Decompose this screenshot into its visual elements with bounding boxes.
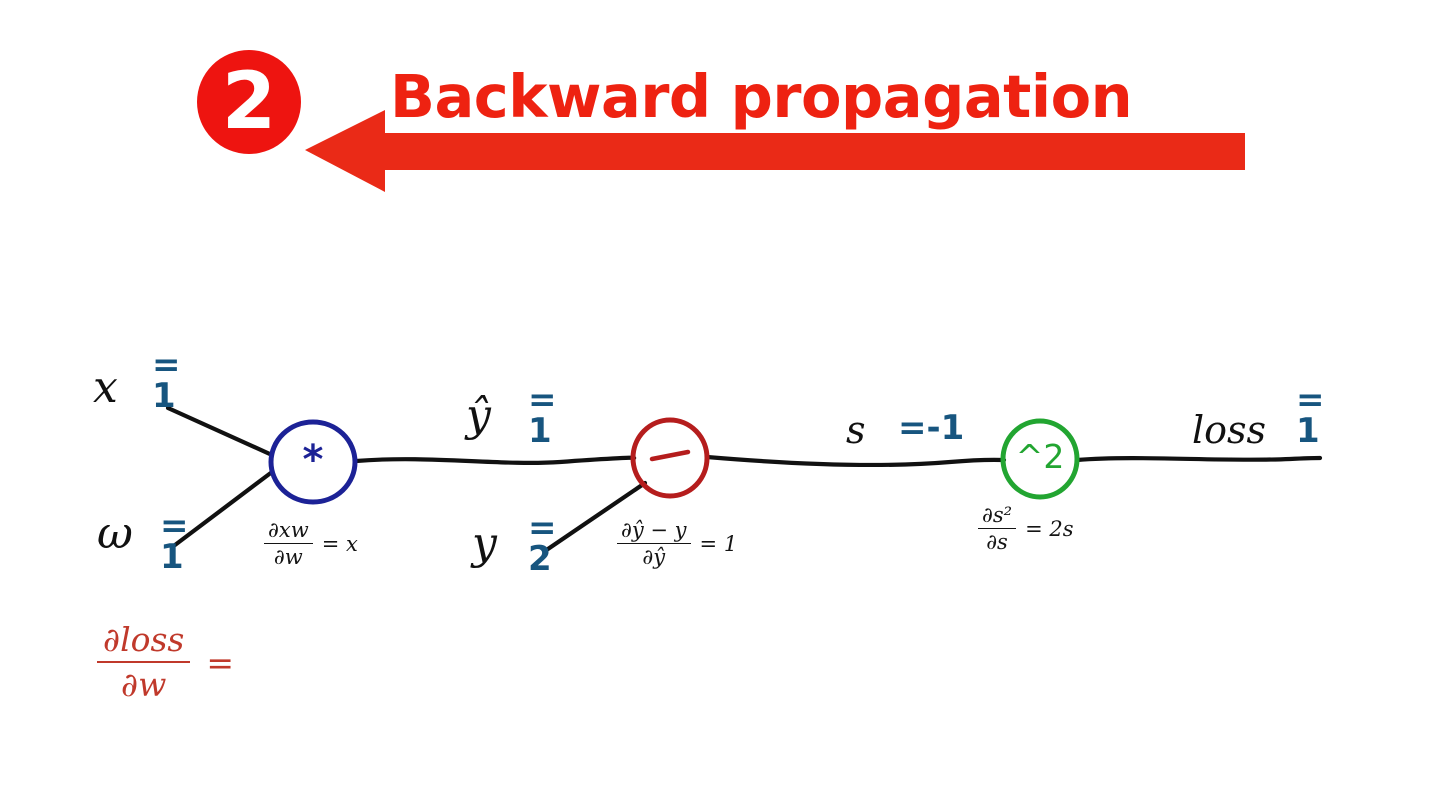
step-number-badge: 2 [197, 50, 301, 154]
formula-d-s-squared-ds: ∂s² ∂s = 2s [978, 503, 1073, 554]
formula-fraction: ∂xw ∂w [264, 518, 313, 569]
gradient-rhs: = [206, 642, 235, 682]
page-title: Backward propagation [390, 62, 1133, 131]
subtract-operator-stroke [649, 449, 691, 462]
formula-denominator: ∂w [273, 545, 303, 569]
graph-node-circles [268, 417, 1080, 505]
value-yhat: = 1 [528, 380, 557, 452]
value-w-equals: = [160, 506, 189, 546]
formula-denominator: ∂s [986, 530, 1008, 554]
formula-rhs: = 1 [699, 531, 738, 556]
graph-edges [165, 405, 1323, 554]
variable-label-w: ω [97, 508, 133, 559]
variable-label-s: s [846, 408, 866, 452]
backward-arrow-icon [305, 110, 1245, 192]
formula-d-xw-dw: ∂xw ∂w = x [264, 518, 358, 569]
value-x-number: 1 [152, 376, 176, 417]
formula-d-yhat-minus-y: ∂ŷ − y ∂ŷ = 1 [617, 518, 737, 569]
edge-square-to-loss [1074, 455, 1323, 463]
value-loss: = 1 [1296, 380, 1325, 452]
multiply-node-label: * [302, 437, 324, 483]
formula-numerator: ∂xw [264, 518, 313, 544]
edge-w-to-multiply [172, 469, 275, 548]
value-yhat-number: 1 [528, 411, 552, 452]
variable-label-y: y [472, 518, 497, 569]
formula-rhs: = 2s [1025, 516, 1074, 541]
value-y-equals: = [528, 508, 557, 548]
gradient-formula-dloss-dw: ∂loss ∂w = [97, 620, 234, 704]
value-loss-number: 1 [1296, 411, 1320, 452]
square-node-circle[interactable] [1000, 418, 1080, 500]
variable-label-loss: loss [1192, 408, 1267, 452]
edge-y-to-subtract [542, 480, 648, 554]
edge-subtract-to-square [704, 454, 1007, 468]
value-w-number: 1 [160, 537, 184, 578]
formula-denominator: ∂ŷ [642, 545, 666, 569]
subtract-node-circle[interactable] [630, 417, 710, 499]
value-x-equals: = [152, 345, 181, 385]
value-x: = 1 [152, 345, 181, 417]
formula-numerator: ∂ŷ − y [617, 518, 691, 544]
gradient-denominator: ∂w [121, 665, 167, 704]
value-loss-equals: = [1296, 380, 1325, 420]
formula-fraction: ∂s² ∂s [978, 503, 1017, 554]
multiply-node-circle[interactable] [268, 419, 358, 505]
value-w: = 1 [160, 506, 189, 578]
gradient-numerator: ∂loss [97, 620, 191, 663]
square-node-label: ^2 [1015, 437, 1065, 476]
variable-label-yhat: ŷ [466, 390, 491, 441]
edge-multiply-to-subtract [353, 455, 637, 465]
value-s: =-1 [898, 408, 965, 448]
edge-x-to-multiply [165, 405, 275, 458]
formula-numerator: ∂s² [978, 503, 1017, 529]
value-y: = 2 [528, 508, 557, 580]
value-yhat-equals: = [528, 380, 557, 420]
formula-rhs: = x [321, 531, 358, 556]
gradient-fraction: ∂loss ∂w [97, 620, 191, 704]
formula-fraction: ∂ŷ − y ∂ŷ [617, 518, 691, 569]
variable-label-x: x [93, 362, 118, 413]
value-y-number: 2 [528, 539, 552, 580]
